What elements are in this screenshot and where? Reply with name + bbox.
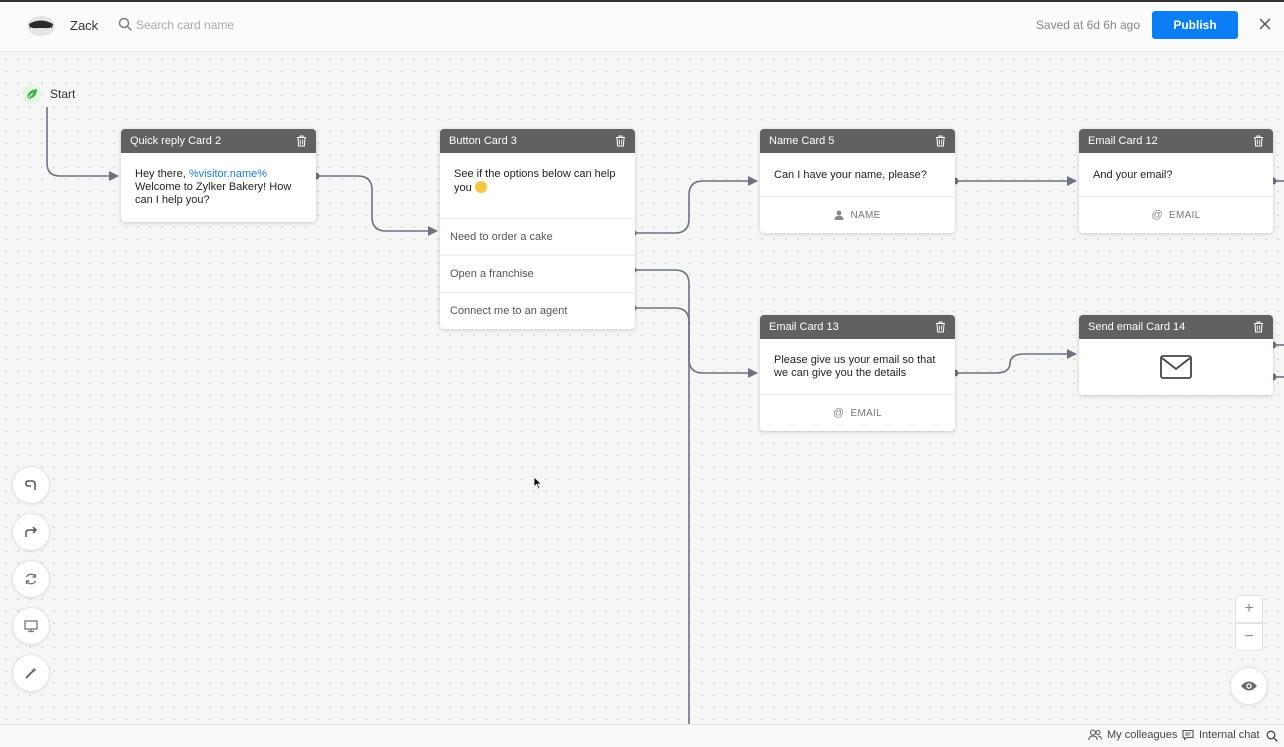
trash-icon[interactable] xyxy=(935,135,946,147)
bot-name[interactable]: Zack xyxy=(70,18,99,33)
card-title: Button Card 3 xyxy=(449,135,517,147)
card-title: Email Card 13 xyxy=(769,321,839,333)
start-node[interactable]: Start xyxy=(18,82,85,106)
wire-start-to-quick-reply xyxy=(46,107,119,181)
option-label: Connect me to an agent xyxy=(450,305,568,317)
trash-icon[interactable] xyxy=(935,321,946,333)
zoom-out-button[interactable]: − xyxy=(1235,623,1263,651)
message-text: And your email? xyxy=(1093,169,1173,181)
top-bar: Zack Saved at 6d 6h ago Publish xyxy=(0,0,1284,52)
email-card-12[interactable]: Email Card 12 And your email? @ EMAIL xyxy=(1079,129,1273,233)
redo-button[interactable] xyxy=(12,513,50,551)
card-header: Email Card 12 xyxy=(1079,129,1273,153)
visitor-name-variable: %visitor.name% xyxy=(188,168,268,180)
auto-arrange-button[interactable] xyxy=(12,654,50,692)
visibility-toggle-button[interactable] xyxy=(1230,667,1268,705)
wire-cake-to-name-card xyxy=(633,176,758,234)
message-text: Hey there, xyxy=(135,168,189,180)
name-card[interactable]: Name Card 5 Can I have your name, please… xyxy=(760,129,955,233)
top-border xyxy=(0,0,1284,2)
preview-button[interactable] xyxy=(12,607,50,645)
bottom-bar: My colleagues Internal chat xyxy=(0,724,1284,747)
reset-button[interactable] xyxy=(12,560,50,598)
option-label: Open a franchise xyxy=(450,268,534,280)
minus-icon: − xyxy=(1244,628,1254,645)
card-message: And your email? xyxy=(1079,153,1273,196)
eye-icon xyxy=(1241,681,1257,691)
at-sign-icon: @ xyxy=(833,407,845,419)
bot-avatar-icon[interactable] xyxy=(26,13,56,37)
option-open-a-franchise[interactable]: Open a franchise xyxy=(440,255,635,292)
search-icon xyxy=(118,17,132,31)
wire-agent-down xyxy=(633,307,690,724)
undo-button[interactable] xyxy=(12,466,50,504)
card-header: Button Card 3 xyxy=(440,129,635,153)
card-title: Quick reply Card 2 xyxy=(130,135,222,147)
option-label: Need to order a cake xyxy=(450,231,553,243)
mouse-cursor-icon xyxy=(533,476,543,490)
button-card[interactable]: Button Card 3 See if the options below c… xyxy=(440,129,635,329)
option-need-to-order-a-cake[interactable]: Need to order a cake xyxy=(440,218,635,255)
refresh-icon xyxy=(25,573,37,585)
card-message xyxy=(1079,339,1273,395)
card-message: See if the options below can help you xyxy=(440,153,635,218)
field-label: NAME xyxy=(850,209,881,221)
message-text: See if the options below can help you xyxy=(454,168,616,194)
magic-wand-icon xyxy=(25,667,37,679)
input-field-type: @ EMAIL xyxy=(1079,196,1273,233)
trash-icon[interactable] xyxy=(615,135,626,147)
undo-icon xyxy=(25,480,36,490)
search-card-input[interactable] xyxy=(136,14,356,36)
my-colleagues-link[interactable]: My colleagues xyxy=(1088,729,1177,741)
my-colleagues-label: My colleagues xyxy=(1107,729,1178,741)
message-text-cont: Welcome to Zylker Bakery! How can I help… xyxy=(135,181,292,206)
field-label: EMAIL xyxy=(1168,209,1201,221)
send-email-card[interactable]: Send email Card 14 xyxy=(1079,315,1273,395)
input-field-type: NAME xyxy=(760,196,955,233)
email-card-13[interactable]: Email Card 13 Please give us your email … xyxy=(760,315,955,431)
at-sign-icon: @ xyxy=(1151,209,1163,221)
card-message: Can I have your name, please? xyxy=(760,153,955,196)
card-message: Hey there, %visitor.name% Welcome to Zyl… xyxy=(121,153,316,222)
flow-canvas[interactable]: Start Quick reply Card 2 Hey there, %vis… xyxy=(0,53,1284,724)
wire-email-to-send-email xyxy=(955,349,1077,374)
card-title: Send email Card 14 xyxy=(1088,321,1186,333)
card-header: Email Card 13 xyxy=(760,315,955,339)
option-connect-me-to-an-agent[interactable]: Connect me to an agent xyxy=(440,292,635,329)
card-title: Email Card 12 xyxy=(1088,135,1158,147)
internal-chat-label: Internal chat xyxy=(1199,729,1260,741)
search-icon[interactable] xyxy=(1266,730,1278,742)
chat-icon xyxy=(1182,729,1194,741)
leaf-icon xyxy=(22,84,42,104)
redo-icon xyxy=(25,526,38,537)
trash-icon[interactable] xyxy=(1253,321,1264,333)
message-text: Please give us your email so that we can… xyxy=(774,354,936,379)
card-message: Please give us your email so that we can… xyxy=(760,339,955,394)
people-icon xyxy=(1088,729,1102,741)
person-icon xyxy=(834,210,844,220)
trash-icon[interactable] xyxy=(1253,135,1264,147)
wire-quick-reply-to-button-card xyxy=(316,175,438,236)
input-field-type: @ EMAIL xyxy=(760,394,955,431)
close-icon[interactable] xyxy=(1258,17,1272,31)
plus-icon: + xyxy=(1244,600,1254,617)
monitor-icon xyxy=(24,620,38,633)
card-header: Send email Card 14 xyxy=(1079,315,1273,339)
card-header: Name Card 5 xyxy=(760,129,955,153)
publish-button[interactable]: Publish xyxy=(1152,11,1238,39)
start-label: Start xyxy=(50,87,76,101)
wire-franchise-to-email-card xyxy=(633,269,758,378)
quick-reply-card[interactable]: Quick reply Card 2 Hey there, %visitor.n… xyxy=(121,129,316,222)
envelope-icon xyxy=(1160,355,1192,379)
zoom-in-button[interactable]: + xyxy=(1235,595,1263,623)
field-label: EMAIL xyxy=(850,407,882,419)
message-text: Can I have your name, please? xyxy=(774,169,927,181)
smile-emoji-icon xyxy=(474,181,487,193)
card-header: Quick reply Card 2 xyxy=(121,129,316,153)
trash-icon[interactable] xyxy=(296,135,307,147)
saved-status: Saved at 6d 6h ago xyxy=(1035,18,1140,32)
internal-chat-link[interactable]: Internal chat xyxy=(1182,729,1260,741)
card-title: Name Card 5 xyxy=(769,135,835,147)
